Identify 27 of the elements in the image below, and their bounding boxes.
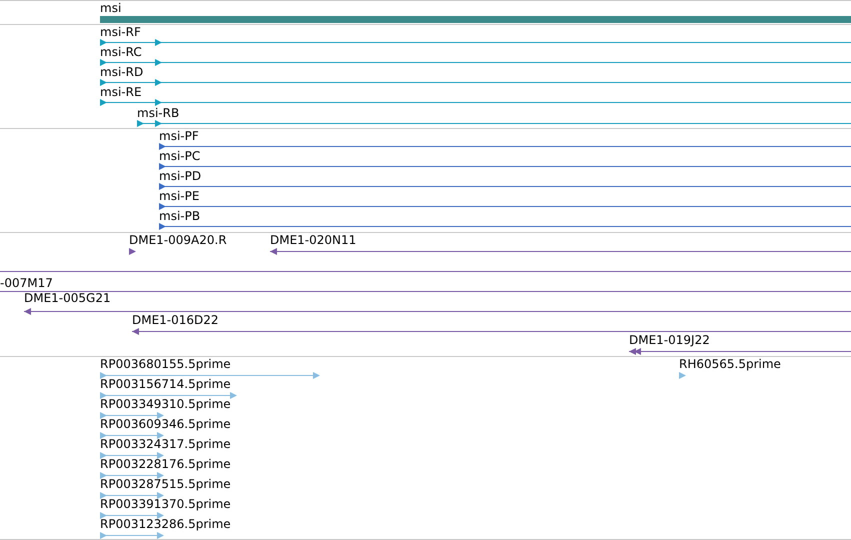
feature-label: msi-RE (100, 85, 142, 99)
feature-label: msi (100, 1, 122, 15)
feature-label: RP003391370.5prime (100, 497, 231, 511)
feature-label: RP003156714.5prime (100, 377, 231, 391)
feature-label: DME1-009A20.R (129, 233, 227, 247)
feature-label: DME1-016D22 (132, 313, 219, 327)
feature-label: msi-PC (159, 149, 200, 163)
feature-label: msi-PF (159, 129, 199, 143)
feature-label: RH60565.5prime (679, 357, 781, 371)
feature-label: DME1-005G21 (24, 291, 111, 305)
feature-label: RP003324317.5prime (100, 437, 231, 451)
feature-label: RP003123286.5prime (100, 517, 231, 531)
feature-label: RP003228176.5prime (100, 457, 231, 471)
feature-label: msi-RD (100, 65, 144, 79)
feature-label: -007M17 (0, 276, 53, 290)
feature-label: msi-RB (137, 106, 180, 120)
feature-label: RP003680155.5prime (100, 357, 231, 371)
feature-label: DME1-020N11 (270, 233, 356, 247)
feature-label: msi-PD (159, 169, 202, 183)
feature-label: msi-RF (100, 25, 141, 39)
feature-label: DME1-019J22 (629, 333, 710, 347)
feature-label: RP003287515.5prime (100, 477, 231, 491)
feature-label: RP003609346.5prime (100, 417, 231, 431)
feature-label: msi-RC (100, 45, 142, 59)
feature-label: msi-PE (159, 189, 200, 203)
feature-label: RP003349310.5prime (100, 397, 231, 411)
feature-label: msi-PB (159, 209, 200, 223)
